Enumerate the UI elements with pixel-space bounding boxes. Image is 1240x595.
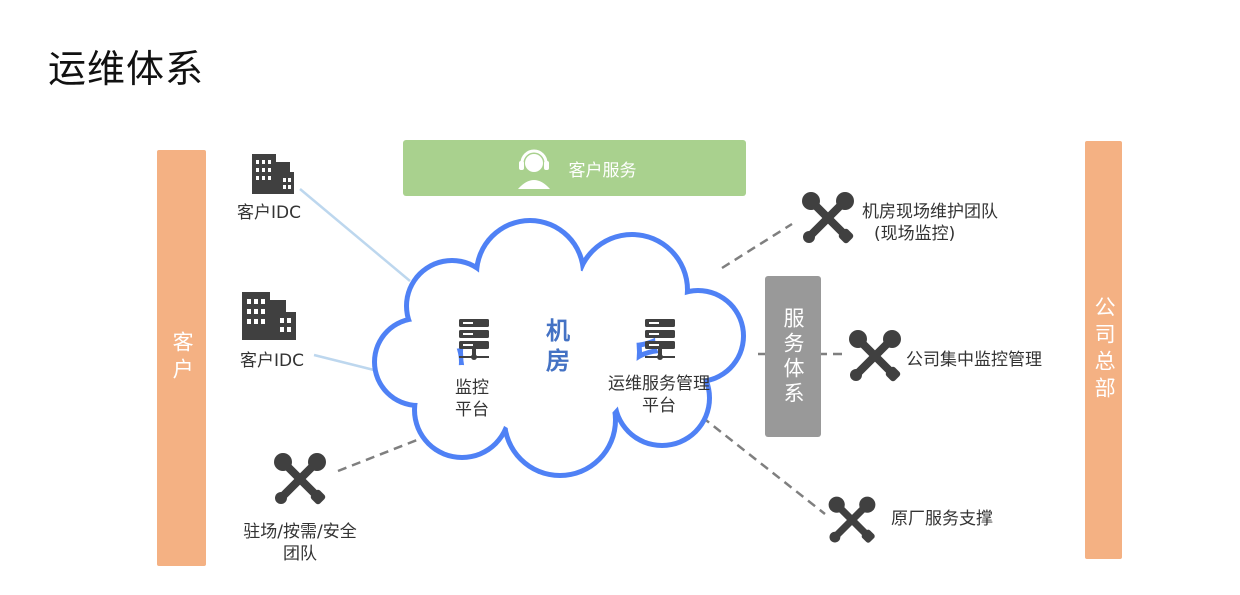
- onsite-team-label: 机房现场维护团队 (现场监控): [862, 201, 1030, 245]
- customer-service-box: 客户服务: [403, 140, 746, 196]
- tools-icon: [828, 496, 876, 544]
- building-icon: [242, 292, 296, 340]
- ops-platform-line1: 运维服务管理: [608, 374, 710, 394]
- service-system-box: 服务体系: [765, 276, 821, 437]
- onsite-team-dashed-line: [721, 222, 793, 270]
- vendor-support-label: 原厂服务支撑: [891, 509, 993, 529]
- central-monitor-label: 公司集中监控管理: [906, 350, 1042, 370]
- idc1-connector-line: [299, 188, 411, 282]
- customer-idc-label-2: 客户IDC: [240, 351, 304, 371]
- ops-platform-line2: 平台: [642, 396, 676, 417]
- left-team-line2: 团队: [283, 544, 317, 565]
- customer-side-bar: 客户: [157, 150, 206, 566]
- customer-idc-label-1: 客户IDC: [237, 203, 301, 223]
- onsite-team-line2: (现场监控): [874, 224, 956, 245]
- server-icon: [645, 319, 675, 360]
- left-team-dashed-line: [337, 438, 418, 473]
- ops-platform-label: 运维服务管理 平台: [596, 373, 722, 417]
- left-team-line1: 驻场/按需/安全: [243, 522, 357, 542]
- server-icon: [459, 319, 489, 360]
- monitor-platform-label: 监控 平台: [434, 377, 510, 421]
- building-icon: [252, 154, 294, 194]
- headset-user-icon: [517, 149, 550, 189]
- onsite-team-line1: 机房现场维护团队: [862, 202, 998, 222]
- left-team-label: 驻场/按需/安全 团队: [224, 521, 376, 565]
- tools-icon: [849, 330, 902, 383]
- page-title: 运维体系: [48, 47, 205, 91]
- customer-service-label: 客户服务: [568, 160, 637, 181]
- vendor-dashed-line: [701, 416, 826, 515]
- monitor-platform-line2: 平台: [455, 400, 489, 421]
- room-label: 机房: [546, 317, 570, 375]
- monitor-platform-line1: 监控: [455, 378, 489, 398]
- cloud-shape: [372, 218, 746, 478]
- tools-icon: [274, 453, 327, 506]
- tools-icon: [802, 192, 855, 245]
- idc2-connector-line: [313, 353, 379, 373]
- headquarters-side-bar: 公司总部: [1085, 141, 1122, 559]
